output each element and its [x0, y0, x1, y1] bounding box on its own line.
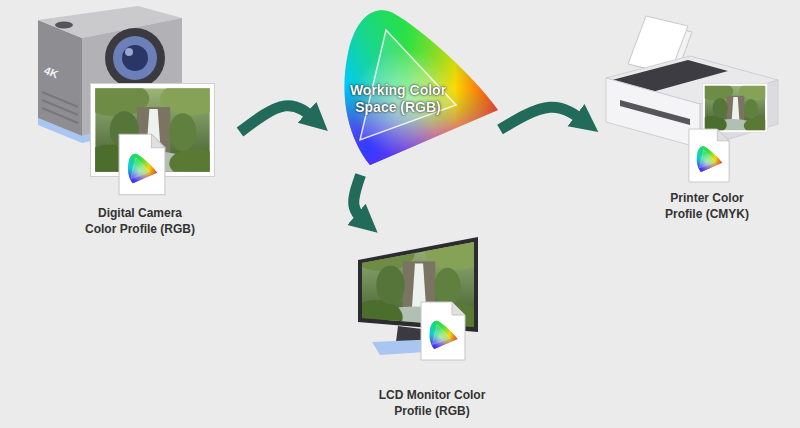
color-space-node: Working Color Space (RGB) [330, 0, 500, 175]
lens-highlight [125, 48, 133, 56]
camera-side [38, 20, 82, 136]
device-node: Digital Camera Color Profile (RGB) [40, 0, 240, 240]
flow-arrow [500, 107, 587, 129]
device-node: LCD Monitor Color Profile (RGB) [340, 235, 525, 425]
camera-button [55, 22, 73, 29]
text-block: Digital Camera Color Profile (RGB) [83, 205, 197, 237]
printer-slot [620, 100, 690, 125]
lens-center [122, 45, 148, 71]
space-label: Working Color Space (RGB) [343, 82, 453, 116]
profile-icon [119, 134, 165, 195]
monitor-illustration [350, 234, 486, 360]
text-block: Printer Color Profile (CMYK) [657, 190, 757, 222]
printed-photo [698, 82, 772, 134]
camera-illustration [38, 6, 222, 195]
flow-arrow [354, 175, 367, 224]
screen-image [350, 234, 486, 334]
profile-label: LCD Monitor Color Profile (RGB) [372, 387, 492, 419]
device-node: Printer Color Profile (CMYK) [600, 20, 800, 230]
text-block: LCD Monitor Color Profile (RGB) [372, 387, 492, 419]
camera-groove [42, 108, 78, 123]
profile-label: Printer Color Profile (CMYK) [657, 190, 757, 222]
text-block: Working Color Space (RGB) [343, 82, 453, 116]
profile-icon [421, 302, 465, 360]
lens-glass [113, 36, 157, 80]
profile-icon [689, 129, 729, 182]
profile-label: Digital Camera Color Profile (RGB) [83, 205, 197, 237]
monitor-screen [350, 234, 486, 334]
camera-groove [42, 100, 78, 115]
printer-illustration [606, 16, 778, 182]
camera-groove [42, 92, 78, 107]
camera-lens [105, 28, 165, 88]
flow-arrow [240, 106, 317, 132]
printer-front [606, 78, 700, 148]
